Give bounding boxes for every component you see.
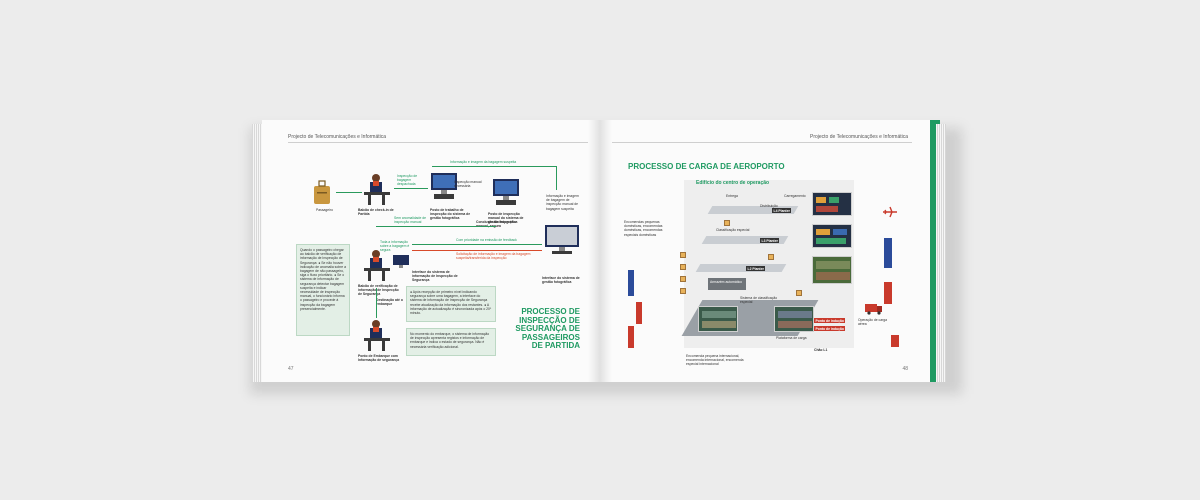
green-edge-tab: [930, 120, 940, 382]
tower-red-right: [884, 282, 892, 304]
notes-box: Quando o passageiro chegar ao balcão de …: [296, 244, 350, 336]
platform-label: Plataforma de carga: [776, 336, 807, 340]
all-info-safe-label: Toda a informação sobre a bagagem é segu…: [380, 240, 410, 253]
left-page: Projecto de Telecomunicações e Informáti…: [262, 120, 600, 382]
notes-text: Quando o passageiro chegar ao balcão de …: [300, 248, 346, 311]
auto-storage-label: Armazém automático: [710, 280, 743, 284]
system-interface-label: Interface do sistema de informação de In…: [412, 270, 458, 283]
arrow: [336, 192, 362, 193]
cargo-crate: [680, 288, 686, 294]
cargo-crate: [768, 254, 774, 260]
page-number-left: 47: [288, 366, 294, 372]
arrow: [376, 288, 377, 318]
header-rule: [288, 142, 588, 143]
tower-blue-right: [884, 238, 892, 268]
page-stack-right: [936, 124, 946, 382]
info-image-label: Informação e imagem da bagagem suspeita: [450, 160, 517, 164]
info-suspicious-label: Informação e imagem de bagagem de inspec…: [546, 194, 579, 211]
cargo-crate: [680, 276, 686, 282]
cargo-truck-icon: [865, 304, 882, 315]
loading-point-tag: Ponto de indução: [814, 318, 846, 323]
feedback-label: Com prioridade na emissão de feedback: [456, 238, 517, 242]
monitor-screen-5: [774, 306, 814, 332]
building-label: Edifício do centro de operação: [696, 180, 770, 186]
tower-red: [636, 302, 642, 324]
system-interface-2-label: Interface do sistema de gestão fotográfi…: [542, 276, 580, 285]
checkin-desk-label: Balcão de check-in de Partida: [358, 208, 394, 217]
baggage-dispatch-label: Inspecção de bagagem despachada: [397, 174, 418, 187]
arrow: [412, 250, 542, 251]
right-page-title: PROCESSO DE CARGA DE AEROPORTO: [628, 162, 785, 171]
header-rule: [612, 142, 912, 143]
operation-air-label: Operação de carga aérea: [858, 318, 888, 327]
checkin-agent-icon: [364, 174, 390, 205]
cargo-crate: [680, 252, 686, 258]
loading-point-tag-2: Ponto de indução: [814, 326, 846, 331]
header-right: Projecto de Telecomunicações e Informáti…: [809, 134, 908, 140]
destination-label: Destinação até o embarque: [376, 298, 403, 307]
floor-l1-label: Chão L1: [814, 348, 828, 352]
cargo-crate: [680, 264, 686, 270]
right-page: Projecto de Telecomunicações e Informáti…: [600, 120, 938, 382]
manual-inspection-label: Inspecção manual necessária: [454, 180, 482, 189]
book-gutter: [588, 120, 612, 382]
cargo-crate: [724, 220, 730, 226]
cargo-box-icon: [891, 335, 899, 347]
monitor-screen-3: [812, 256, 852, 284]
boarding-box: No momento do embarque, o sistema de inf…: [406, 328, 496, 356]
airplane-icon: [883, 206, 897, 218]
passenger-suitcase-icon: [314, 180, 330, 204]
workstation-1-monitor-icon: [431, 173, 457, 199]
workstation-2-label: Posto de inspecção manual do sistema de …: [488, 212, 524, 225]
passenger-label: Passageiro: [316, 208, 333, 212]
delivery-label: Entrega: [726, 194, 738, 198]
boarding-text: No momento do embarque, o sistema de inf…: [410, 332, 490, 349]
small-domestic-label: Encomendas pequenas domésticas, encomend…: [624, 220, 663, 237]
tower-red: [628, 326, 634, 348]
page-number-right: 48: [902, 366, 908, 372]
monitor-screen-4: [698, 306, 738, 332]
distribution-label: Distribuição: [760, 204, 778, 208]
floor-l4-tag: L4 Planter: [772, 208, 792, 213]
cargo-crate: [796, 290, 802, 296]
special-class-label: Classificação especial: [716, 228, 750, 232]
boarding-agent-icon: [364, 320, 390, 351]
process-text: ● Após recepção de primeiro nível indica…: [410, 290, 492, 316]
intl-small-label: Encomenda pequena internacional, encomen…: [686, 354, 744, 367]
floor-l2-tag: L2 Planter: [746, 266, 766, 271]
arrow: [412, 244, 542, 245]
floor-l2: [695, 264, 787, 272]
request-info-label: Solicitação de informação e imagem da ba…: [456, 252, 531, 261]
workstation-2-monitor-icon: [493, 179, 519, 205]
arrow: [432, 166, 556, 167]
monitor-screen-2: [812, 224, 852, 248]
inspection-desk-monitor-icon: [393, 255, 409, 268]
no-abnormality-label: Sem anomalidade de inspecção manual: [394, 216, 427, 225]
floor-l3-tag: L3 Planter: [760, 238, 780, 243]
inspection-desk-label: Balcão de verificação de informação de I…: [358, 284, 399, 297]
arrow: [394, 188, 428, 189]
system-interface-2-monitor-icon: [545, 225, 579, 254]
boarding-point-label: Ponto de Embarque com Informação de segu…: [358, 354, 400, 363]
left-page-title: PROCESSO DE INSPECÇÃO DE SEGURANÇA DE PA…: [515, 307, 580, 351]
monitor-screen-1: [812, 192, 852, 216]
workstation-1-label: Posto de trabalho de inspecção do sistem…: [430, 208, 471, 221]
sort-system-label: Sistema de classificação especial: [740, 296, 778, 305]
auto-storage-block: [708, 278, 746, 290]
page-stack-left: [252, 124, 264, 382]
conclusion-label: Conclusão de inspecção manual, segura: [476, 220, 516, 228]
arrow: [376, 226, 496, 227]
process-box: ● Após recepção de primeiro nível indica…: [406, 286, 496, 322]
tower-blue: [628, 270, 634, 296]
checkout-label: Carregamento: [784, 194, 806, 198]
header-left: Projecto de Telecomunicações e Informáti…: [288, 134, 387, 140]
arrow: [556, 166, 557, 190]
inspection-agent-icon: [364, 250, 390, 281]
